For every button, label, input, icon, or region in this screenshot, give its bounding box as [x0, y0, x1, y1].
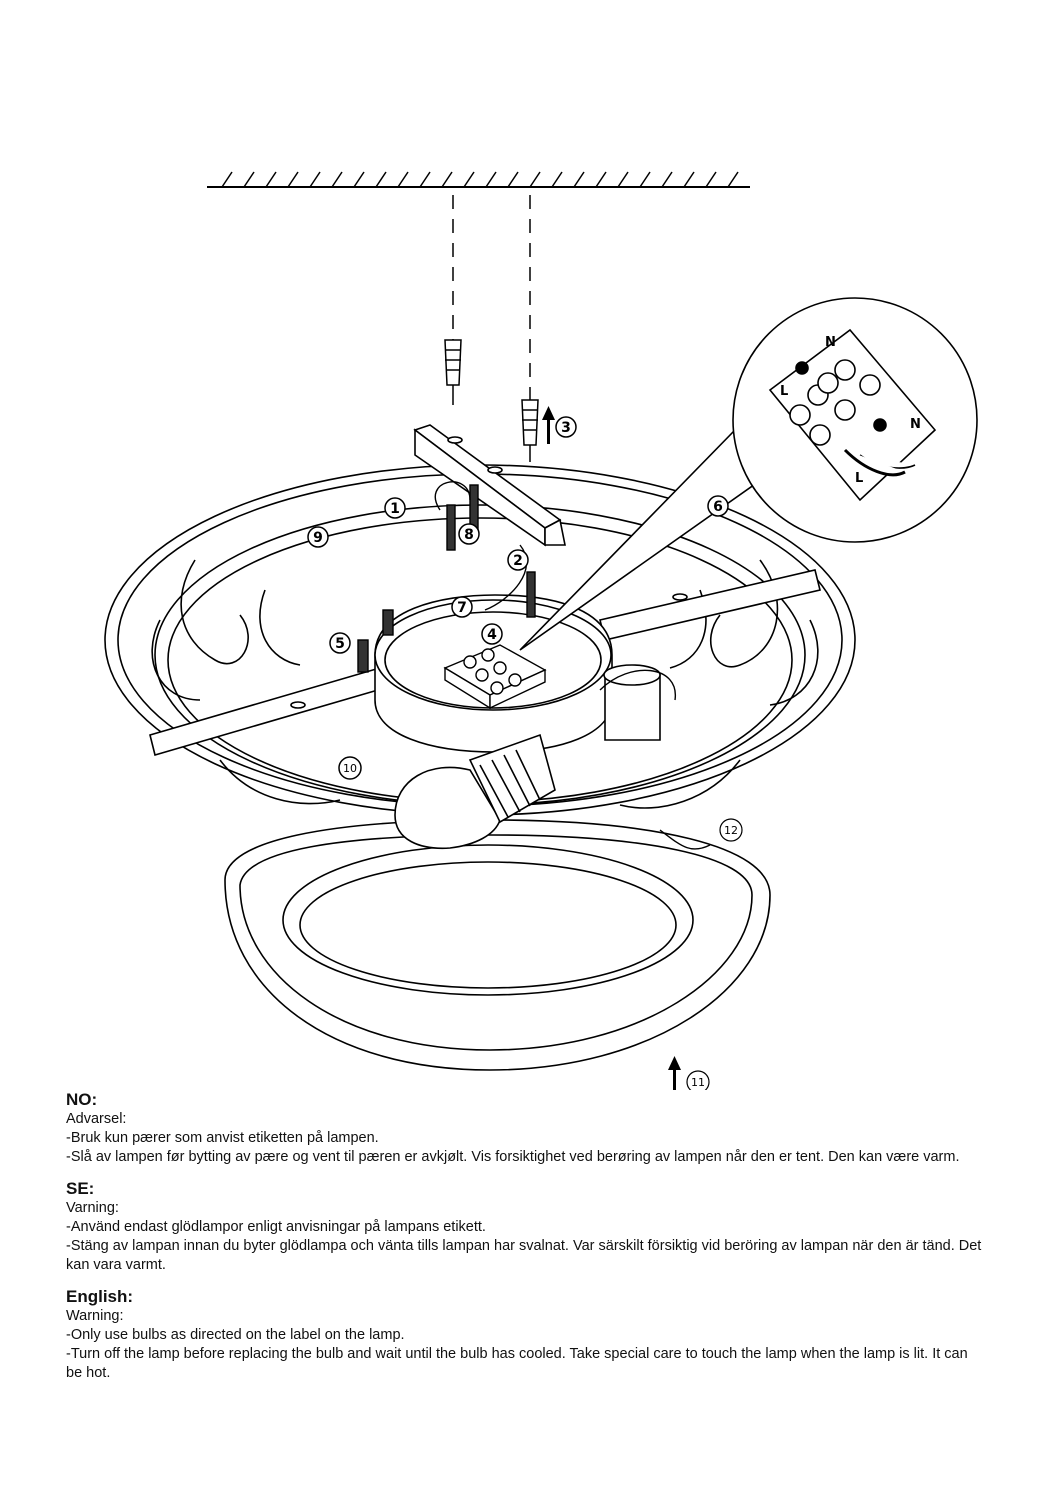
- instruction-line: -Använd endast glödlampor enligt anvisni…: [66, 1219, 486, 1235]
- svg-text:6: 6: [713, 499, 723, 515]
- callout-10: 10: [338, 756, 362, 780]
- callout-8: 8: [458, 523, 480, 545]
- lamp-socket: [603, 664, 661, 741]
- wiring-detail-bubble: [519, 297, 978, 651]
- section-heading: NO:: [66, 1090, 98, 1109]
- safety-text: NO: Advarsel: -Bruk kun pærer som anvist…: [66, 1090, 986, 1395]
- terminal-block: [443, 644, 547, 710]
- instruction-line: -Slå av lampen før bytting av pære og ve…: [66, 1149, 960, 1165]
- svg-text:1: 1: [390, 501, 400, 517]
- svg-text:2: 2: [513, 553, 523, 569]
- svg-text:7: 7: [457, 600, 467, 616]
- warning-label: Warning:: [66, 1308, 124, 1324]
- neutral-terminal-label: N: [825, 335, 836, 350]
- callout-7: 7: [451, 596, 473, 618]
- callout-6: 6: [707, 495, 729, 517]
- screws: [357, 484, 536, 673]
- instruction-line: -Turn off the lamp before replacing the …: [66, 1346, 968, 1381]
- section-heading: SE:: [66, 1179, 95, 1198]
- svg-text:11: 11: [691, 1076, 705, 1089]
- warning-label: Varning:: [66, 1200, 119, 1216]
- wall-plug-left: [444, 339, 462, 405]
- cross-bar: [149, 569, 821, 757]
- svg-text:4: 4: [487, 627, 497, 643]
- arrow-up-icon: [668, 1056, 681, 1090]
- wall-plug-right: [521, 399, 539, 462]
- svg-text:9: 9: [313, 530, 323, 546]
- callout-4: 4: [481, 623, 503, 645]
- arrow-up-icon: [542, 406, 555, 444]
- bulb: [394, 733, 556, 850]
- section-se: SE: Varning: -Använd endast glödlampor e…: [66, 1179, 986, 1275]
- svg-text:5: 5: [335, 636, 345, 652]
- instruction-line: -Only use bulbs as directed on the label…: [66, 1327, 405, 1343]
- svg-text:12: 12: [724, 824, 738, 837]
- callout-12: 12: [719, 818, 743, 842]
- live-terminal-label: L: [780, 384, 788, 399]
- section-no: NO: Advarsel: -Bruk kun pærer som anvist…: [66, 1090, 986, 1167]
- neutral-wire-label: N: [910, 417, 921, 432]
- svg-text:10: 10: [343, 762, 357, 775]
- callout-3: 3: [555, 416, 577, 438]
- warning-label: Advarsel:: [66, 1111, 127, 1127]
- callout-11: 11: [686, 1070, 710, 1090]
- live-wire-label: L: [855, 471, 863, 486]
- drill-guide-lines: [452, 195, 531, 400]
- instruction-line: -Bruk kun pærer som anvist etiketten på …: [66, 1130, 379, 1146]
- mounting-bracket: [413, 424, 566, 547]
- svg-text:8: 8: [464, 527, 474, 543]
- ceiling-line: [207, 171, 750, 188]
- callout-9: 9: [307, 526, 329, 548]
- ceiling-lamp-assembly-diagram: N L N L 1 2 3 4 5 6 7 8 9 10: [104, 171, 978, 1090]
- section-heading: English:: [66, 1287, 134, 1306]
- callout-1: 1: [384, 497, 406, 519]
- instruction-line: -Stäng av lampan innan du byter glödlamp…: [66, 1238, 982, 1273]
- svg-text:3: 3: [561, 420, 571, 436]
- section-english: English: Warning: -Only use bulbs as dir…: [66, 1287, 986, 1383]
- callout-5: 5: [329, 632, 351, 654]
- callout-2: 2: [507, 549, 529, 571]
- diffuser-dish: [224, 819, 771, 1071]
